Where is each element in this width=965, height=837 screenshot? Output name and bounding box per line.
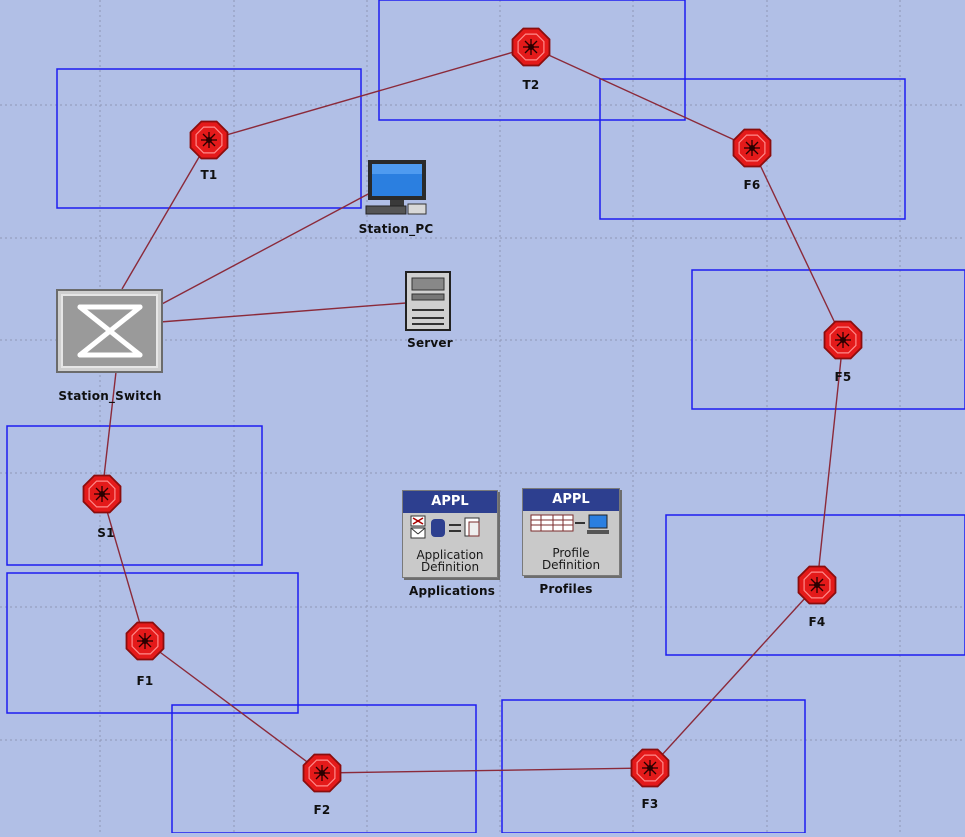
- routers: [83, 28, 863, 793]
- router-icon[interactable]: [824, 321, 863, 360]
- router-hub: [319, 770, 325, 776]
- application-definition-card[interactable]: APPL Application Definition: [402, 490, 498, 578]
- station-pc-label: Station_PC: [359, 222, 434, 236]
- router-icon[interactable]: [733, 129, 772, 168]
- router-icon[interactable]: [190, 121, 229, 160]
- router-hub: [840, 337, 846, 343]
- f4-label: F4: [809, 615, 826, 629]
- card-caption: Application Definition: [403, 549, 497, 573]
- t1-label: T1: [201, 168, 218, 182]
- workstation-icon: [362, 158, 432, 220]
- link-t2-f6[interactable]: [531, 47, 752, 148]
- router-icon[interactable]: [303, 754, 342, 793]
- server-node[interactable]: [404, 270, 452, 332]
- f2-label: F2: [314, 803, 331, 817]
- s1-label: S1: [97, 526, 114, 540]
- link-f4-f3[interactable]: [650, 585, 817, 768]
- profile-definition-card[interactable]: APPL Profile Definition: [522, 488, 620, 576]
- f3-label: F3: [642, 797, 659, 811]
- application-definition-icon: [403, 513, 497, 541]
- router-icon[interactable]: [83, 475, 122, 514]
- router-hub: [206, 137, 212, 143]
- router-icon[interactable]: [512, 28, 551, 67]
- station-switch-label: Station_Switch: [58, 389, 161, 403]
- t2-label: T2: [523, 78, 540, 92]
- link-f3-f2[interactable]: [322, 768, 650, 773]
- profiles-label: Profiles: [539, 582, 592, 596]
- server-label: Server: [407, 336, 453, 350]
- link-t1-t2[interactable]: [209, 47, 531, 140]
- router-icon[interactable]: [126, 622, 165, 661]
- subnet-region: [7, 426, 262, 565]
- server-icon: [404, 270, 452, 332]
- f5-label: F5: [835, 370, 852, 384]
- link-sw-srv[interactable]: [160, 303, 406, 322]
- switch-icon: [56, 289, 163, 373]
- f6-label: F6: [744, 178, 761, 192]
- f1-label: F1: [137, 674, 154, 688]
- link-f1-s1[interactable]: [102, 494, 145, 641]
- link-sw-pc[interactable]: [160, 193, 370, 305]
- link-f6-f5[interactable]: [752, 148, 843, 340]
- link-sw-t1[interactable]: [122, 140, 209, 289]
- router-hub: [749, 145, 755, 151]
- station-pc-node[interactable]: [362, 158, 432, 220]
- card-caption: Profile Definition: [523, 547, 619, 571]
- router-icon[interactable]: [631, 749, 670, 788]
- applications-label: Applications: [409, 584, 495, 598]
- router-hub: [647, 765, 653, 771]
- profile-definition-icon: [523, 511, 619, 539]
- router-icon[interactable]: [798, 566, 837, 605]
- router-hub: [99, 491, 105, 497]
- router-hub: [528, 44, 534, 50]
- router-hub: [814, 582, 820, 588]
- card-header: APPL: [523, 489, 619, 511]
- router-hub: [142, 638, 148, 644]
- station-switch-node[interactable]: [56, 289, 163, 373]
- card-header: APPL: [403, 491, 497, 513]
- subnet-regions: [7, 0, 965, 833]
